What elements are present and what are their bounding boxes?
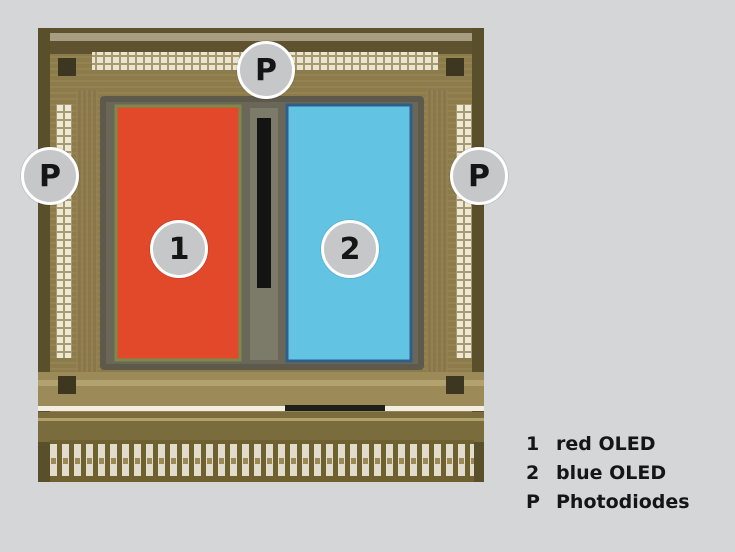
photodiode-marker-top: P (237, 41, 295, 99)
legend: 1 red OLED 2 blue OLED P Photodiodes (526, 430, 690, 517)
right-photodiode-array (456, 104, 472, 358)
legend-text: red OLED (556, 433, 656, 455)
legend-key: P (526, 491, 540, 513)
legend-item: 2 blue OLED (526, 459, 690, 488)
blue-oled-marker: 2 (321, 220, 379, 278)
photodiode-marker-right: P (450, 147, 508, 205)
photodiode-marker-left: P (21, 147, 79, 205)
legend-text: blue OLED (556, 462, 667, 484)
legend-key: 2 (526, 462, 540, 484)
bond-pad-row (50, 440, 474, 482)
legend-item: P Photodiodes (526, 488, 690, 517)
left-photodiode-array (56, 104, 72, 358)
legend-text: Photodiodes (556, 491, 690, 513)
red-oled-marker: 1 (150, 220, 208, 278)
legend-item: 1 red OLED (526, 430, 690, 459)
legend-key: 1 (526, 433, 540, 455)
